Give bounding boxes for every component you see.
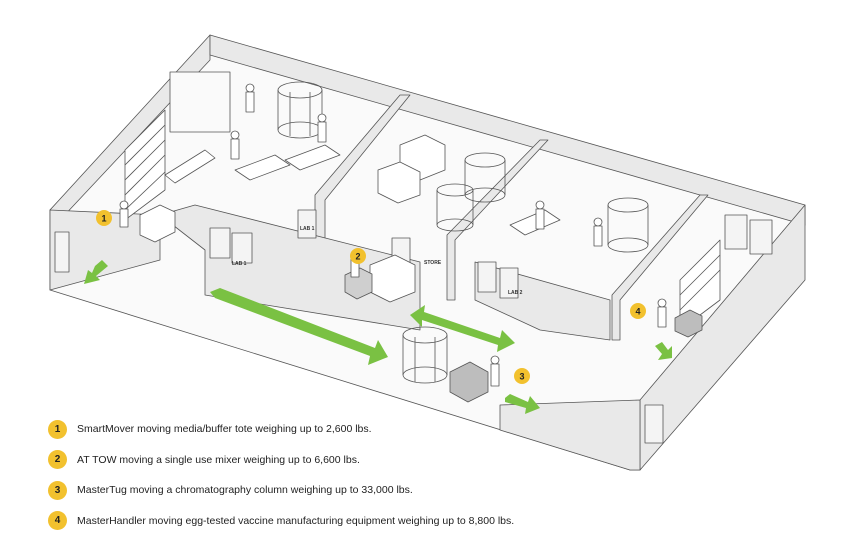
smartmover-tote — [139, 204, 176, 243]
room-label-store: STORE — [424, 260, 442, 266]
door-lab2 — [477, 261, 497, 293]
movement-arrows — [84, 260, 672, 414]
masterhandler-unit — [674, 309, 703, 338]
chromatography-column — [402, 326, 448, 384]
legend-text: MasterTug moving a chromatography column… — [77, 484, 413, 496]
operator-figures — [119, 83, 667, 387]
marker-2: 2 — [350, 248, 366, 264]
partition-lab2 — [611, 194, 709, 341]
door-lab1-upper — [297, 209, 317, 239]
door-right-b — [749, 219, 773, 255]
rack-left — [124, 109, 166, 221]
arrow-right-room — [655, 342, 672, 360]
door-bottom — [644, 404, 664, 444]
room-label-lab1: LAB 1 — [232, 261, 247, 267]
front-wall-bottom — [499, 399, 641, 471]
arrow-exit-left — [84, 260, 108, 284]
legend-text: AT TOW moving a single use mixer weighin… — [77, 453, 360, 466]
tote-store-2 — [377, 161, 421, 204]
arrow-corridor-long — [210, 288, 388, 365]
table-lab1 — [234, 154, 291, 181]
svg-text:3: 3 — [519, 372, 524, 382]
legend-item: 2 AT TOW moving a single use mixer weigh… — [48, 449, 568, 471]
door-lab1-b — [231, 232, 253, 264]
legend-item: 3 MasterTug moving a chromatography colu… — [48, 479, 568, 501]
bench-lab1 — [164, 149, 216, 184]
cabinets — [169, 71, 231, 133]
legend-text: MasterHandler moving egg-tested vaccine … — [77, 514, 515, 527]
legend: 1 SmartMover moving media/buffer tote we… — [48, 418, 568, 540]
partition-store — [446, 139, 549, 301]
rack-right — [679, 239, 721, 331]
legend-badge: 4 — [48, 511, 67, 530]
legend-badge: 2 — [48, 450, 67, 469]
svg-text:1: 1 — [101, 214, 106, 224]
mixer-tank-4 — [607, 197, 649, 253]
marker-4: 4 — [630, 303, 646, 319]
legend-badge: 1 — [48, 419, 67, 439]
svg-text:2: 2 — [355, 252, 360, 262]
marker-3: 3 — [514, 368, 530, 384]
mixer-tank-3 — [436, 183, 474, 232]
legend-item: 4 MasterHandler moving egg-tested vaccin… — [48, 510, 568, 532]
mastertug-unit — [449, 361, 489, 403]
svg-text:4: 4 — [635, 307, 640, 317]
door-front-left — [54, 231, 70, 273]
door-right — [724, 214, 748, 250]
single-use-mixer — [369, 254, 416, 303]
room-label-lab1-upper: LAB 1 — [300, 226, 315, 232]
table-lab2 — [509, 209, 561, 236]
marker-1: 1 — [96, 210, 112, 226]
arrow-bottom — [505, 394, 540, 414]
legend-item: 1 SmartMover moving media/buffer tote we… — [48, 418, 568, 440]
door-lab2-b — [499, 267, 519, 299]
legend-text: SmartMover moving media/buffer tote weig… — [77, 423, 372, 435]
arrow-corridor-double — [410, 305, 515, 352]
room-label-lab2: LAB 2 — [508, 290, 523, 296]
legend-badge: 3 — [48, 480, 67, 500]
table-lab1-b — [284, 144, 341, 171]
door-lab1 — [209, 227, 231, 259]
